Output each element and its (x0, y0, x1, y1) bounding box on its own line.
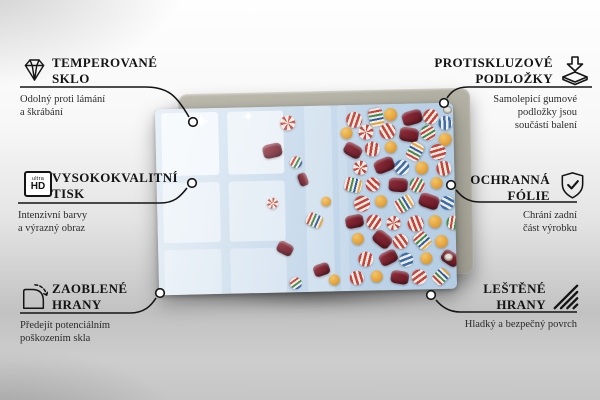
callout-subtitle: Samolepicí gumové podložky jsou součástí… (410, 93, 577, 132)
candy-orange (420, 251, 433, 265)
candy-gummy (388, 177, 409, 193)
glass-sparkle (193, 113, 209, 129)
candy-multi (393, 193, 416, 215)
shield-check-icon (557, 170, 588, 201)
subtitle-line: podložky jsou (517, 107, 577, 118)
subtitle-line: Samolepicí gumové (493, 94, 577, 105)
subtitle-line: Předejít potenciálním (20, 320, 111, 331)
title-line: HRANY (496, 296, 546, 312)
callout-protective-film: OCHRANNÁ FÓLIE Chrání zadní část výrobku (420, 170, 590, 240)
callout-title: VYSOKOKVALITNÍ TISK (52, 170, 178, 201)
candy-stripe-red (356, 250, 375, 269)
candy-stripe-red (362, 174, 383, 194)
callout-rounded-edges: ZAOBLENÉ HRANY Předejít potenciálním poš… (20, 281, 190, 351)
rounded-corner-icon (20, 283, 49, 311)
callout-subtitle: Intenzivní barvy a výrazný obraz (18, 209, 87, 235)
candy-pin (352, 160, 368, 175)
candy-orange (370, 269, 383, 283)
callout-title: LEŠTĚNÉ HRANY (400, 281, 546, 312)
title-line: LEŠTĚNÉ (483, 281, 546, 296)
callout-title: TEMPEROVANÉ SKLO (52, 55, 157, 86)
title-line: HRANY (52, 296, 102, 312)
callout-subtitle: Předejít potenciálním poškozením skla (20, 319, 110, 345)
callout-title: OCHRANNÁ FÓLIE (420, 172, 550, 203)
subtitle-line: Intenzivní barvy (18, 210, 88, 221)
window-reflection (229, 247, 288, 294)
candy-multiball (287, 274, 305, 292)
candy-pin (386, 215, 402, 230)
candy-orange (340, 127, 353, 140)
ultra-label: ultra (31, 176, 45, 182)
candy-gummy (371, 155, 396, 176)
callout-title: ZAOBLENÉ HRANY (52, 281, 127, 312)
window-reflection (228, 180, 287, 242)
subtitle-line: Chrání zadní (523, 210, 577, 221)
candy-stripe-blue (397, 250, 416, 269)
callout-high-quality-print: ultra HD VYSOKOKVALITNÍ TISK Intenzivní … (18, 170, 188, 240)
title-line: FÓLIE (507, 187, 550, 203)
candy-orange (328, 274, 340, 286)
ultra-hd-icon: ultra HD (24, 171, 52, 197)
candy-stripe-red (351, 193, 373, 215)
title-line: TEMPEROVANÉ (52, 55, 158, 70)
title-line: SKLO (52, 70, 90, 86)
subtitle-line: Hladký a bezpečný povrch (464, 319, 577, 330)
candy-gummy (376, 247, 399, 268)
title-line: ZAOBLENÉ (52, 281, 128, 296)
title-line: PODLOŽKY (475, 70, 553, 86)
anti-slip-pad (444, 253, 453, 261)
callout-subtitle: Hladký a bezpečný povrch (400, 318, 577, 331)
candy-multi (404, 140, 426, 163)
title-line: OCHRANNÁ (470, 172, 550, 187)
subtitle-line: součástí balení (514, 120, 577, 131)
candy-orange (385, 141, 398, 154)
callout-anti-slip-pads: PROTISKLUZOVÉ PODLOŽKY Samolepicí gumové… (410, 55, 592, 135)
candy-orange (384, 107, 398, 121)
candy-pin (357, 124, 374, 141)
title-line: PROTISKLUZOVÉ (434, 55, 553, 70)
subtitle-line: část výrobku (523, 223, 577, 234)
glass-sparkle (243, 111, 254, 122)
callout-subtitle: Odolný proti lámání a škrábání (20, 93, 105, 119)
anti-slip-pad-icon (558, 55, 592, 87)
candy-multiball (288, 154, 305, 171)
subtitle-line: a škrábání (20, 107, 63, 118)
subtitle-line: Odolný proti lámání (20, 94, 106, 105)
candy-orange (374, 195, 387, 208)
candy-stripe-red (347, 268, 366, 287)
callout-title: PROTISKLUZOVÉ PODLOŽKY (410, 55, 553, 86)
title-line: VYSOKOKVALITNÍ (52, 170, 179, 185)
candy-stripe-blue (391, 156, 413, 178)
subtitle-line: a výrazný obraz (18, 223, 86, 234)
hd-label: HD (30, 181, 46, 192)
callout-subtitle: Chrání zadní část výrobku (420, 209, 577, 235)
candy-gummy (344, 213, 365, 230)
title-line: TISK (52, 185, 85, 201)
callout-tempered-glass: TEMPEROVANÉ SKLO Odolný proti lámání a š… (20, 55, 190, 125)
diamond-icon (20, 57, 49, 83)
callout-polished-edges: LEŠTĚNÉ HRANY Hladký a bezpečný povrch (400, 281, 580, 341)
candy-gummy (370, 228, 394, 252)
candy-orange (351, 233, 364, 246)
candy-stripe-red (363, 140, 381, 158)
subtitle-line: poškozením skla (20, 333, 91, 344)
diagonal-hatch-icon (551, 283, 580, 310)
